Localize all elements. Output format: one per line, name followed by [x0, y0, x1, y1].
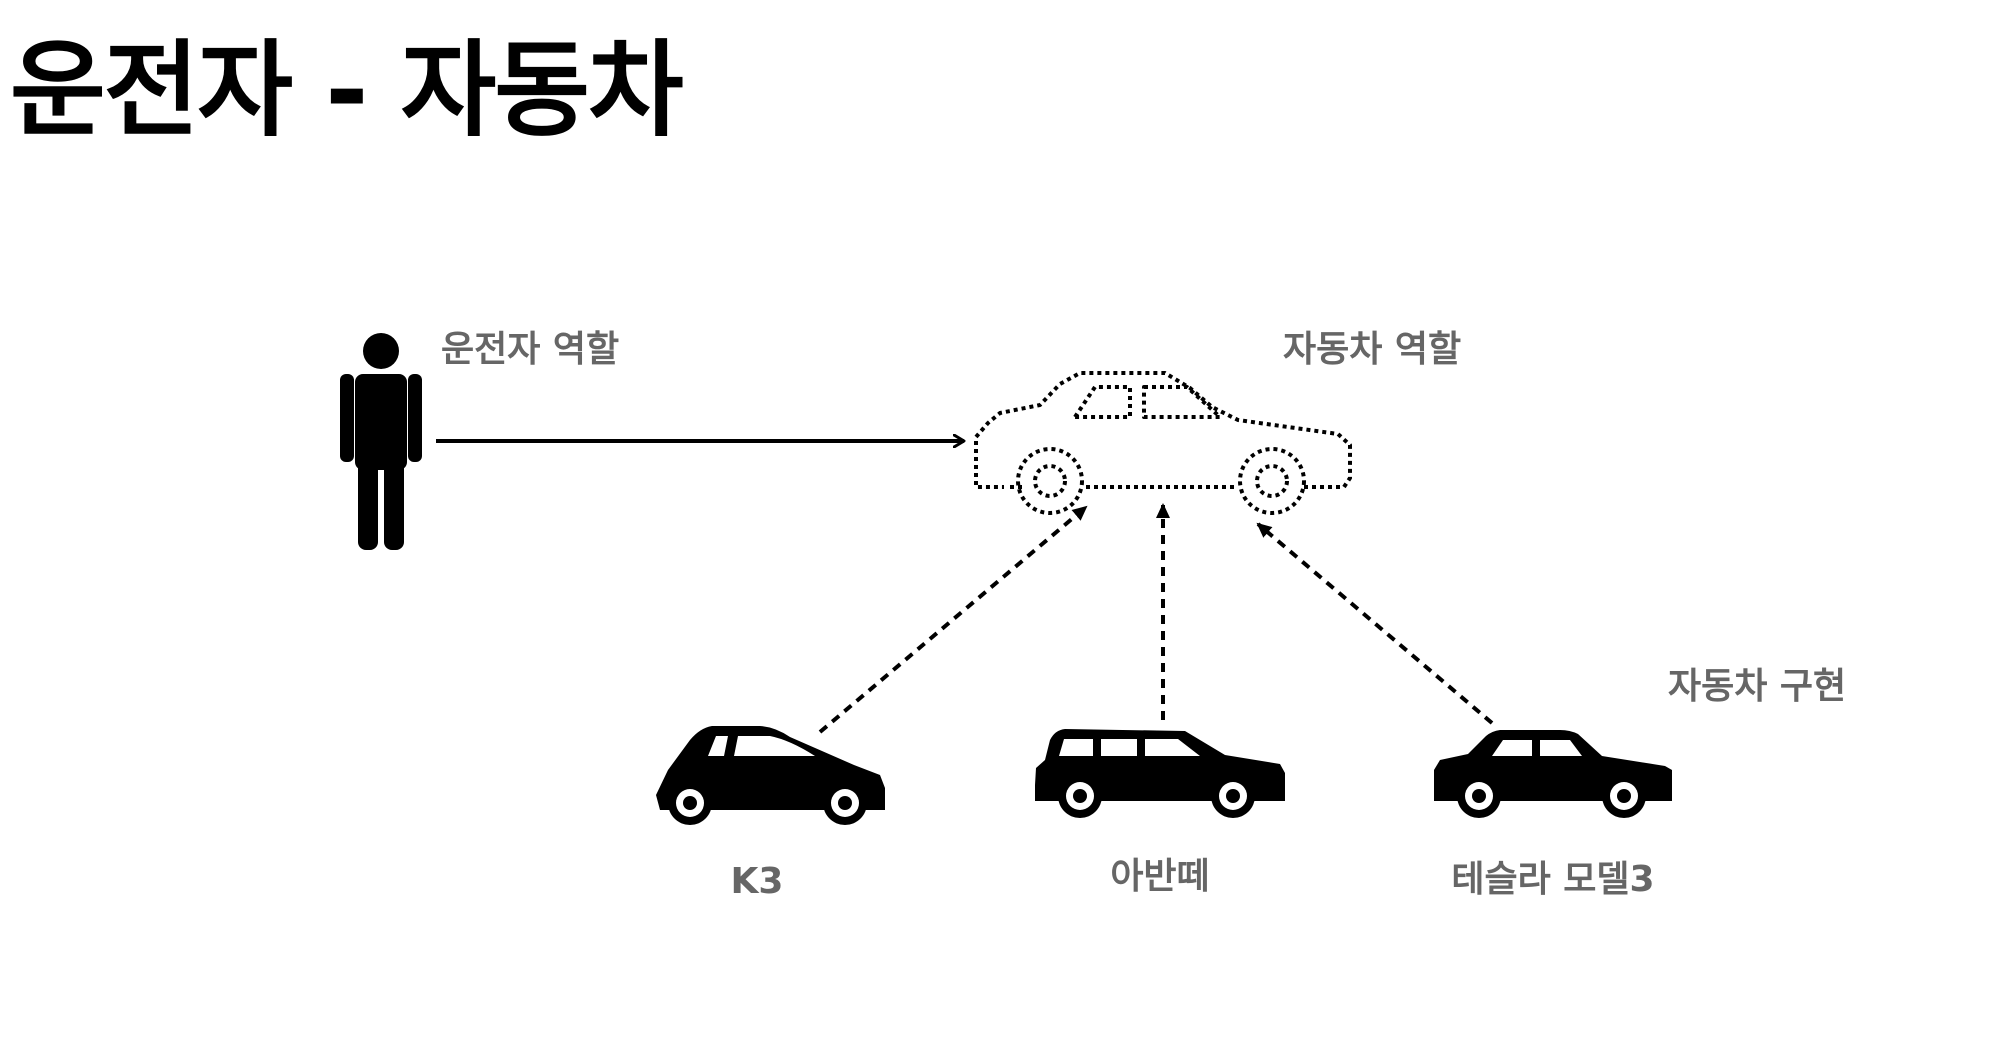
realization-arrow-tesla	[1256, 522, 1494, 725]
hatchback-car-icon	[656, 726, 885, 825]
car-impl-label: 자동차 구현	[1668, 666, 1847, 707]
wagon-car-icon	[1035, 729, 1285, 818]
dotted-car-outline-icon	[974, 371, 1352, 515]
car-role-label: 자동차 역할	[1283, 329, 1462, 370]
realization-arrow-k3	[818, 505, 1088, 734]
impl-label-avante: 아반떼	[1110, 856, 1210, 897]
person-icon	[340, 333, 422, 550]
impl-label-k3: K3	[730, 861, 784, 902]
impl-label-tesla: 테슬라 모델3	[1451, 859, 1655, 900]
driver-role-label: 운전자 역할	[441, 329, 620, 370]
sedan-car-icon	[1434, 730, 1672, 818]
page-title: 운전자 - 자동차	[10, 29, 684, 151]
